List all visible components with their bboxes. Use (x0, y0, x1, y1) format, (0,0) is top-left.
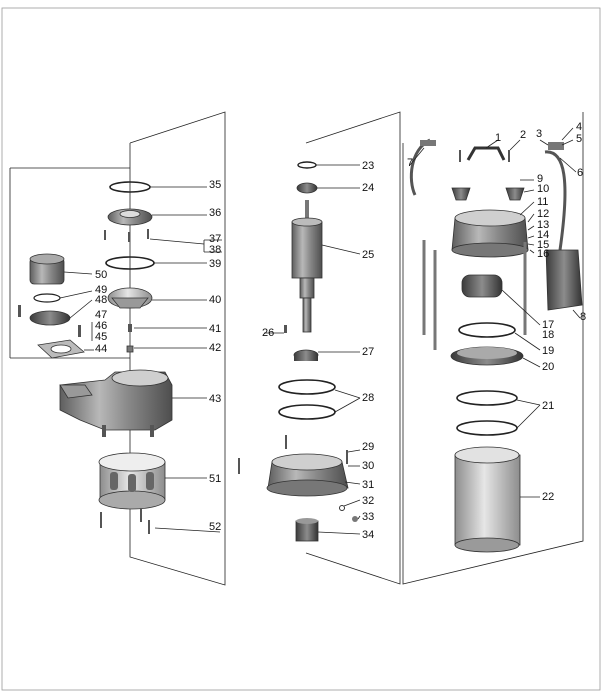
left-leaders (59, 186, 222, 533)
middle-panel-outline (305, 111, 401, 585)
part-28-orings (278, 379, 336, 420)
part-23-ring (297, 161, 317, 169)
part-24-bearing (296, 182, 318, 194)
right-leaders (409, 127, 581, 498)
part-label-31: 31 (362, 479, 374, 491)
part-label-24: 24 (362, 182, 374, 194)
part-label-46: 46 (95, 320, 107, 332)
part-label-39: 39 (209, 258, 221, 270)
part-48-flange (18, 305, 81, 337)
part-label-51: 51 (209, 473, 221, 485)
part-label-4: 4 (576, 121, 582, 133)
part-label-35: 35 (209, 179, 221, 191)
part-2-3-bolts (459, 150, 510, 162)
part-32-33-seal (339, 505, 358, 522)
part-label-5: 5 (576, 133, 582, 145)
part-label-50: 50 (95, 269, 107, 281)
part-9-10-clamps (451, 187, 525, 201)
part-4-5-6-7-cable (409, 138, 567, 251)
part-17-capacitor (461, 274, 503, 298)
part-label-13: 13 (537, 219, 549, 231)
part-label-25: 25 (362, 249, 374, 261)
part-label-15: 15 (537, 239, 549, 251)
part-label-22: 22 (542, 491, 554, 503)
part-label-29: 29 (362, 441, 374, 453)
part-label-19: 19 (542, 345, 554, 357)
part-label-17: 17 (542, 319, 554, 331)
part-44-gasket (37, 339, 85, 359)
part-20-stator-cap (450, 346, 524, 366)
part-label-21: 21 (542, 400, 554, 412)
right-panel-outline (402, 112, 584, 585)
part-label-44: 44 (95, 343, 107, 355)
part-26-key (284, 325, 287, 333)
part-label-36: 36 (209, 207, 221, 219)
part-label-37: 37 (209, 233, 221, 245)
part-label-52: 52 (209, 521, 221, 533)
part-label-14: 14 (537, 229, 549, 241)
part-40-impeller (107, 287, 153, 309)
part-label-27: 27 (362, 346, 374, 358)
part-label-47: 47 (95, 309, 107, 321)
part-label-32: 32 (362, 495, 374, 507)
part-19-oring (458, 322, 516, 338)
part-label-49: 49 (95, 284, 107, 296)
part-label-41: 41 (209, 323, 221, 335)
part-8-float-switch (545, 249, 583, 311)
part-41-42-fasteners (126, 324, 134, 353)
part-label-6: 6 (577, 167, 583, 179)
part-label-20: 20 (542, 361, 554, 373)
part-31-motor-base (266, 453, 349, 497)
part-1-handle (466, 146, 506, 161)
part-15-16-rods (422, 240, 527, 350)
part-label-3: 3 (536, 128, 542, 140)
part-50-outlet-pipe (29, 253, 65, 285)
part-51-strainer (98, 452, 166, 510)
part-43-pump-casing (59, 369, 173, 437)
part-label-7: 7 (407, 157, 413, 169)
part-label-38: 38 (209, 244, 221, 256)
part-label-40: 40 (209, 294, 221, 306)
page-frame (1, 7, 601, 691)
part-34-mechanical-seal (295, 518, 319, 542)
part-label-48: 48 (95, 294, 107, 306)
part-label-28: 28 (362, 392, 374, 404)
part-label-45: 45 (95, 331, 107, 343)
part-52-screws (100, 508, 150, 534)
part-21-orings (456, 390, 518, 436)
part-label-16: 16 (537, 248, 549, 260)
part-label-30: 30 (362, 460, 374, 472)
part-49-washer (33, 293, 61, 303)
part-36-cover (104, 208, 153, 242)
part-label-2: 2 (520, 129, 526, 141)
part-27-bearing (293, 349, 319, 361)
part-22-motor-sleeve (454, 446, 521, 553)
middle-leaders (264, 164, 361, 535)
part-label-12: 12 (537, 208, 549, 220)
part-label-9: 9 (537, 173, 543, 185)
part-29-30-bolts (238, 435, 348, 474)
part-label-1: 1 (495, 132, 501, 144)
part-label-42: 42 (209, 342, 221, 354)
part-label-43: 43 (209, 393, 221, 405)
part-label-8: 8 (580, 311, 586, 323)
part-label-23: 23 (362, 160, 374, 172)
part-label-34: 34 (362, 529, 374, 541)
part-label-11: 11 (537, 196, 548, 208)
part-25-rotor-shaft (291, 200, 323, 333)
part-label-18: 18 (542, 329, 554, 341)
part-label-26: 26 (262, 327, 274, 339)
part-label-33: 33 (362, 511, 374, 523)
part-label-10: 10 (537, 183, 549, 195)
part-11-motor-cover (451, 209, 529, 258)
